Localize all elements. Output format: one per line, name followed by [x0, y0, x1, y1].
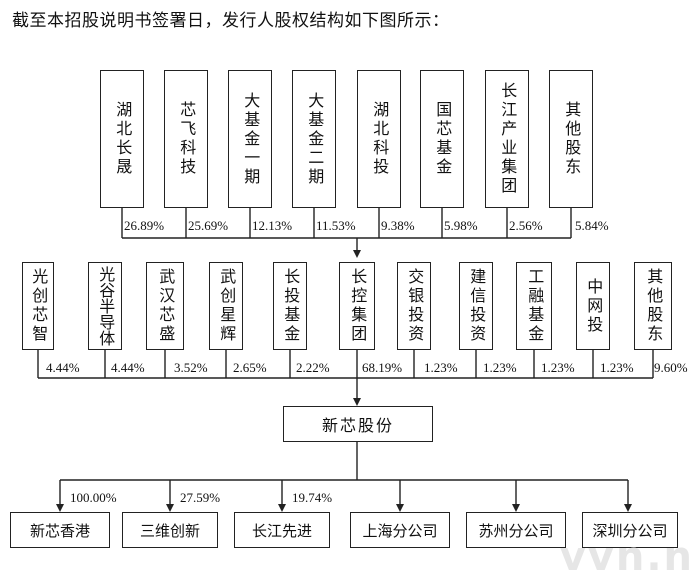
subsidiary-box: 长江先进 — [234, 512, 330, 548]
subsidiary-box: 新芯香港 — [10, 512, 110, 548]
ownership-pct: 4.44% — [46, 360, 80, 375]
ownership-pct: 11.53% — [316, 218, 356, 233]
page-title: 截至本招股说明书签署日，发行人股权结构如下图所示： — [12, 11, 450, 31]
ownership-pct: 12.13% — [252, 218, 293, 233]
shareholder-name: 湖北科投 — [370, 101, 390, 177]
shareholder-box: 交银投资 — [397, 262, 431, 350]
shareholder-name: 湖北长晟 — [113, 101, 133, 177]
shareholder-name: 中网投 — [584, 277, 604, 335]
shareholder-name: 建信投资 — [467, 268, 487, 344]
shareholder-name: 长控集团 — [348, 268, 368, 344]
shareholder-box: 武创星辉 — [209, 262, 243, 350]
shareholder-name: 国芯基金 — [433, 101, 453, 177]
subsidiary-box: 深圳分公司 — [582, 512, 678, 548]
ownership-pct: 2.56% — [509, 218, 543, 233]
shareholder-name: 其他股东 — [644, 268, 664, 344]
shareholder-box: 芯飞科技 — [164, 70, 208, 208]
shareholder-name: 长江产业集团 — [498, 82, 518, 196]
shareholder-box: 大基金二期 — [292, 70, 336, 208]
ownership-pct: 2.22% — [296, 360, 330, 375]
ownership-pct: 19.74% — [292, 490, 333, 505]
shareholder-box: 长江产业集团 — [485, 70, 529, 208]
shareholder-name: 大基金一期 — [241, 91, 261, 187]
ownership-pct: 1.23% — [424, 360, 458, 375]
shareholder-box: 湖北长晟 — [100, 70, 144, 208]
subsidiary-name: 长江先进 — [251, 521, 312, 540]
shareholder-box: 建信投资 — [459, 262, 493, 350]
shareholder-box: 光创芯智 — [22, 262, 54, 350]
shareholder-box: 国芯基金 — [420, 70, 464, 208]
issuer-box: 新芯股份 — [283, 406, 433, 442]
ownership-pct: 68.19% — [362, 360, 403, 375]
subsidiary-name: 苏州分公司 — [478, 521, 554, 540]
ownership-pct: 9.60% — [654, 360, 688, 375]
shareholder-name: 光谷半导体 — [96, 266, 116, 346]
shareholder-box: 其他股东 — [634, 262, 672, 350]
shareholder-box: 光谷半导体 — [88, 262, 122, 350]
shareholder-box: 大基金一期 — [228, 70, 272, 208]
shareholder-name: 其他股东 — [562, 101, 582, 177]
shareholder-box: 湖北科投 — [357, 70, 401, 208]
watermark-logo: vvn.n — [559, 534, 694, 580]
shareholder-box: 中网投 — [576, 262, 610, 350]
ownership-pct: 5.84% — [575, 218, 609, 233]
shareholder-box: 长控集团 — [339, 262, 375, 350]
ownership-pct: 1.23% — [483, 360, 517, 375]
ownership-pct: 9.38% — [381, 218, 415, 233]
shareholder-box: 工融基金 — [516, 262, 552, 350]
shareholder-name: 武汉芯盛 — [156, 268, 176, 344]
ownership-pct: 25.69% — [188, 218, 229, 233]
ownership-pct: 27.59% — [180, 490, 221, 505]
subsidiary-box: 三维创新 — [122, 512, 218, 548]
ownership-pct: 2.65% — [233, 360, 267, 375]
shareholder-name: 交银投资 — [405, 268, 425, 344]
subsidiary-name: 深圳分公司 — [592, 521, 668, 540]
subsidiary-name: 三维创新 — [139, 521, 200, 540]
ownership-pct: 26.89% — [124, 218, 165, 233]
ownership-pct: 1.23% — [600, 360, 634, 375]
shareholder-box: 其他股东 — [549, 70, 593, 208]
shareholder-name: 大基金二期 — [305, 91, 325, 187]
shareholder-name: 武创星辉 — [217, 268, 237, 344]
shareholder-name: 芯飞科技 — [177, 101, 197, 177]
subsidiary-box: 苏州分公司 — [466, 512, 566, 548]
ownership-pct: 3.52% — [174, 360, 208, 375]
shareholder-name: 光创芯智 — [29, 268, 49, 344]
shareholder-name: 长投基金 — [281, 268, 301, 344]
issuer-name: 新芯股份 — [321, 416, 394, 435]
ownership-pct: 1.23% — [541, 360, 575, 375]
shareholder-box: 武汉芯盛 — [146, 262, 184, 350]
shareholder-name: 工融基金 — [525, 268, 545, 344]
ownership-pct: 4.44% — [111, 360, 145, 375]
subsidiary-name: 新芯香港 — [29, 521, 90, 540]
subsidiary-name: 上海分公司 — [362, 521, 438, 540]
ownership-pct: 5.98% — [444, 218, 478, 233]
shareholder-box: 长投基金 — [273, 262, 307, 350]
ownership-pct: 100.00% — [70, 490, 117, 505]
subsidiary-box: 上海分公司 — [350, 512, 450, 548]
